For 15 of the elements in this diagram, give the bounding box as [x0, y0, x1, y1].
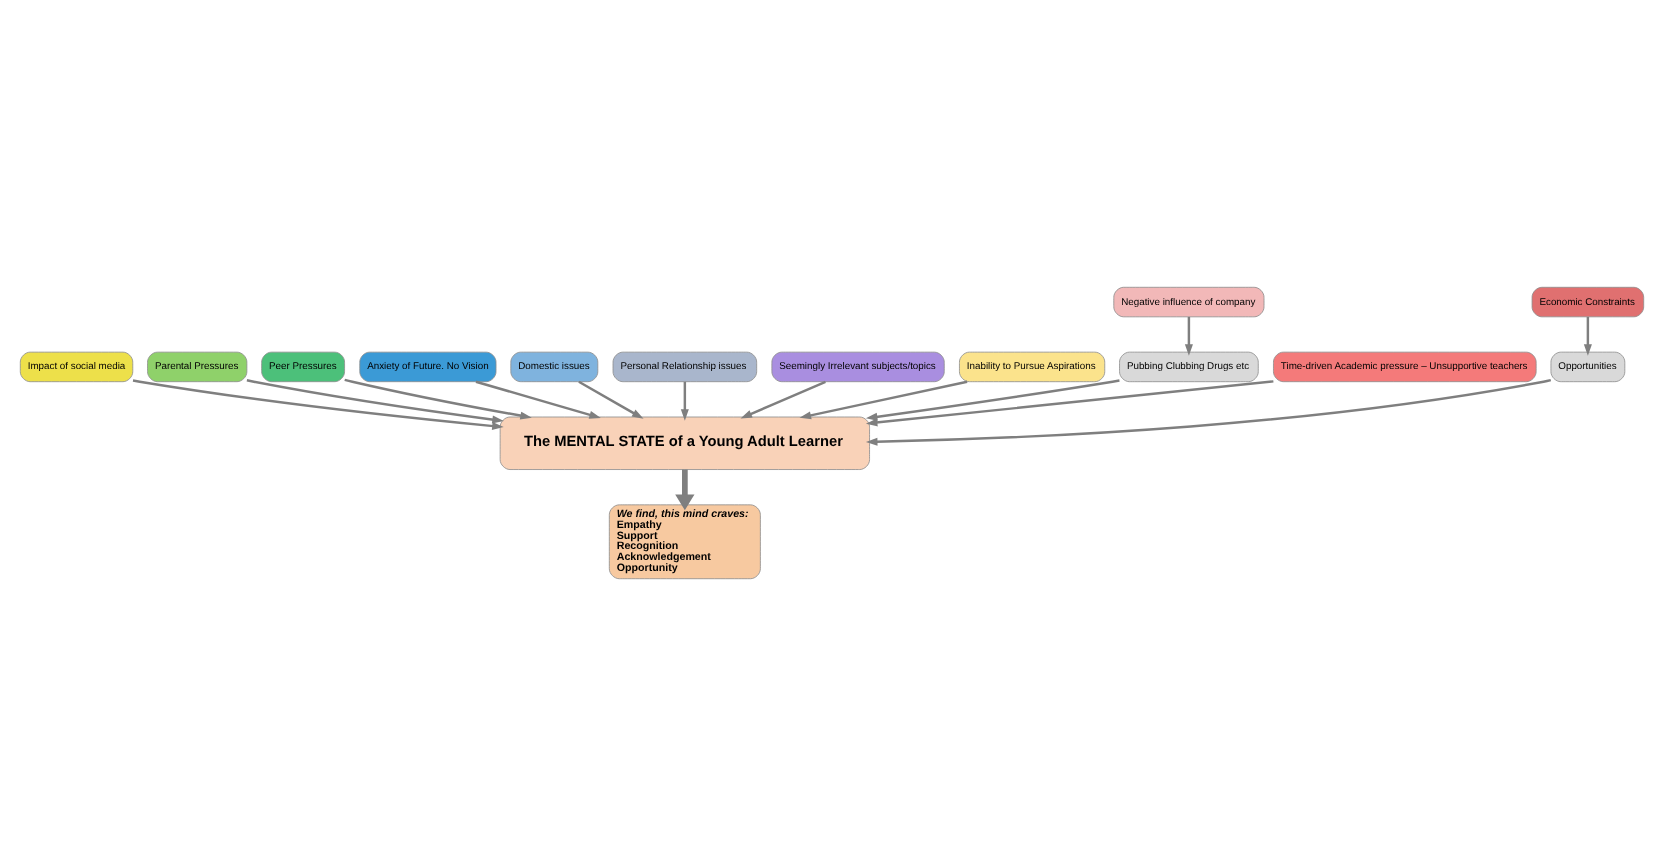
arrow	[475, 379, 601, 418]
arrow	[799, 379, 968, 419]
arrow	[865, 379, 1274, 426]
arrow	[675, 468, 695, 510]
arrow	[246, 378, 504, 423]
arrow	[865, 377, 1552, 445]
arrow	[1583, 315, 1592, 355]
arrow	[344, 377, 532, 419]
arrow	[740, 379, 826, 418]
arrow	[1184, 315, 1193, 355]
arrow	[578, 379, 644, 418]
arrow	[132, 378, 504, 430]
arrow	[680, 380, 689, 420]
arrow	[865, 378, 1120, 420]
node-box: The MENTAL STATE of a Young Adult Learner	[499, 415, 870, 469]
